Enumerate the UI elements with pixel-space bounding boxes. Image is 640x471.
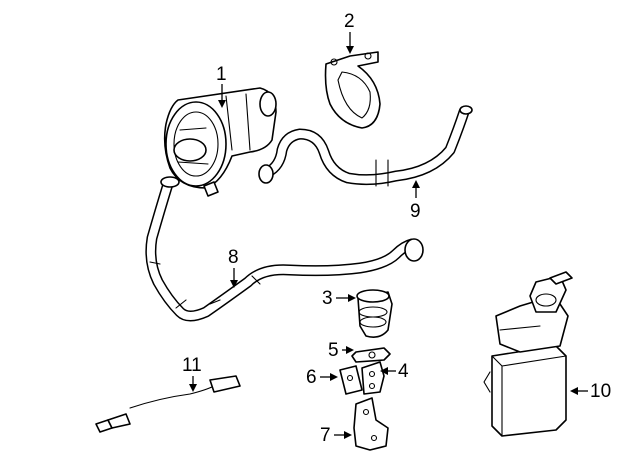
callout-label-10: 10 xyxy=(590,381,611,402)
callout-label-9: 9 xyxy=(410,201,421,222)
air-pump xyxy=(163,87,277,197)
callout-11: 11 xyxy=(182,355,202,392)
callout-10: 10 xyxy=(570,381,611,402)
gasket xyxy=(351,347,391,363)
valve-bracket-left xyxy=(339,365,363,395)
callout-1: 1 xyxy=(216,64,227,108)
callout-5: 5 xyxy=(328,340,354,361)
callout-label-6: 6 xyxy=(306,367,317,388)
callout-7: 7 xyxy=(320,425,352,446)
callout-9: 9 xyxy=(410,180,421,222)
mounting-bracket xyxy=(324,51,381,129)
callout-label-1: 1 xyxy=(216,64,227,85)
callout-label-8: 8 xyxy=(228,247,239,268)
air-hose-lower xyxy=(145,176,424,322)
air-hose-upper xyxy=(258,105,473,187)
callout-label-7: 7 xyxy=(320,425,331,446)
callout-6: 6 xyxy=(306,367,338,388)
callout-2: 2 xyxy=(344,11,355,54)
oxygen-sensor xyxy=(95,375,241,433)
callout-4: 4 xyxy=(380,361,409,382)
callout-label-11: 11 xyxy=(182,355,202,376)
callout-label-2: 2 xyxy=(344,11,355,32)
callout-3: 3 xyxy=(322,288,356,309)
callout-label-3: 3 xyxy=(322,288,333,309)
callout-label-5: 5 xyxy=(328,340,339,361)
support-bracket xyxy=(353,397,389,451)
check-valve xyxy=(356,289,393,338)
valve-bracket-right xyxy=(361,361,385,395)
callout-label-4: 4 xyxy=(398,361,409,382)
callout-8: 8 xyxy=(228,247,239,288)
vapor-canister xyxy=(483,271,573,437)
